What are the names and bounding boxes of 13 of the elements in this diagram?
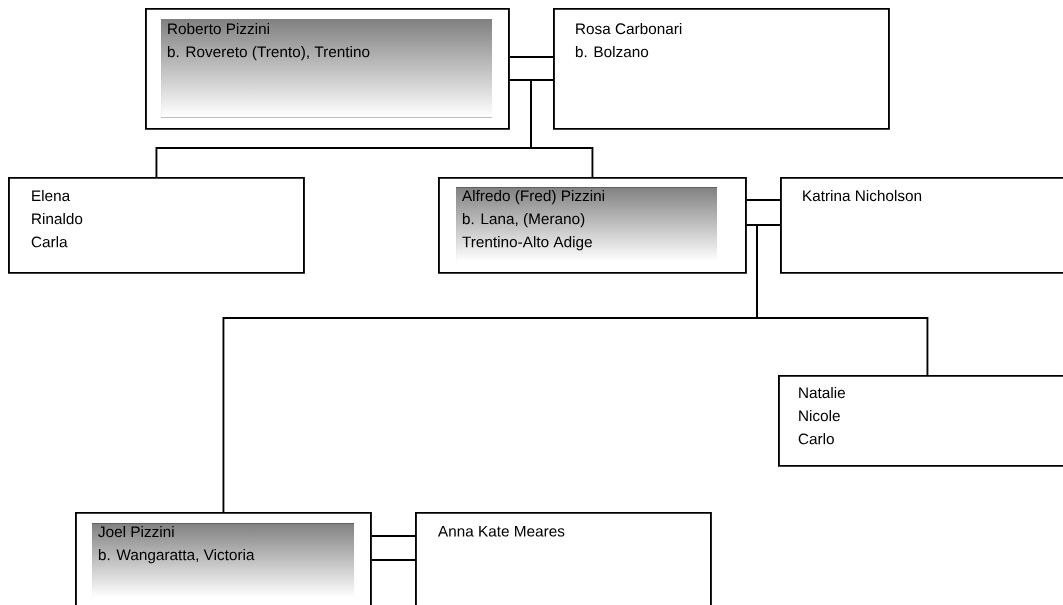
descent-line xyxy=(508,79,594,178)
couple-line xyxy=(745,199,781,226)
person-box: Joel Pizzini b. Wangaratta, Victoria xyxy=(75,512,372,605)
person-box: Katrina Nicholson xyxy=(780,177,1063,274)
person-box: Roberto Pizzini b. Rovereto (Trento), Trentino xyxy=(145,8,510,130)
couple-line xyxy=(370,535,416,561)
person-box: Rosa Carbonari b. Bolzano xyxy=(553,8,890,130)
person-box: Natalie Nicole Carlo xyxy=(778,375,1063,467)
person-box: Elena Rinaldo Carla xyxy=(8,177,305,274)
descent-line xyxy=(222,224,758,513)
person-box: Alfredo (Fred) Pizzini b. Lana, (Merano) Trentino-Alto Adige xyxy=(438,177,747,274)
couple-line xyxy=(508,56,554,81)
person-box: Anna Kate Meares xyxy=(415,512,712,605)
